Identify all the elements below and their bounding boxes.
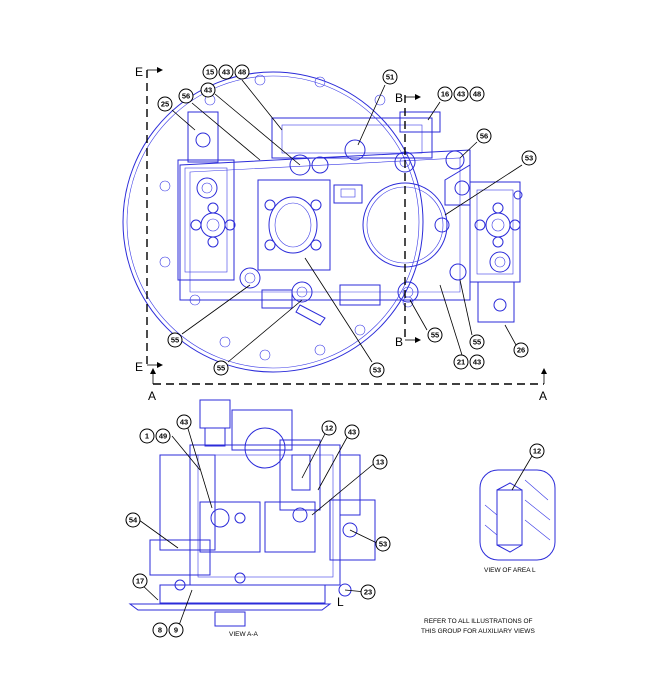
section-e-bottom-label: E [135, 360, 143, 374]
callout-12: 12 [529, 443, 545, 459]
svg-text:55: 55 [473, 338, 481, 347]
callout-12: 12 [321, 420, 337, 436]
top-view-assembly [122, 71, 523, 373]
section-lines-top [146, 67, 547, 385]
svg-text:56: 56 [182, 92, 190, 101]
callout-54: 54 [125, 512, 141, 528]
svg-text:48: 48 [238, 68, 246, 77]
svg-text:12: 12 [533, 447, 541, 456]
callout-43: 43 [344, 424, 360, 440]
svg-text:55: 55 [171, 336, 179, 345]
callout-8: 8 [152, 622, 168, 638]
callout-53: 53 [375, 536, 391, 552]
svg-text:55: 55 [431, 331, 439, 340]
callout-13: 13 [372, 454, 388, 470]
callout-17: 17 [132, 573, 148, 589]
callout-21: 21 [453, 354, 469, 370]
leader-lines-view-aa [138, 421, 380, 629]
section-a-right-label: A [539, 389, 547, 403]
svg-text:13: 13 [376, 458, 384, 467]
callout-53: 53 [521, 150, 537, 166]
callout-43: 43 [176, 414, 192, 430]
svg-text:12: 12 [325, 424, 333, 433]
svg-text:49: 49 [159, 432, 167, 441]
svg-text:43: 43 [180, 418, 188, 427]
svg-text:55: 55 [217, 364, 225, 373]
note-line-2: THIS GROUP FOR AUXILIARY VIEWS [421, 628, 535, 635]
view-aa-assembly [128, 399, 376, 627]
callout-25: 25 [157, 96, 173, 112]
callout-55: 55 [213, 360, 229, 376]
view-area-l-caption: VIEW OF AREA L [484, 567, 536, 574]
section-a-left-label: A [148, 389, 156, 403]
section-b-top-label: B [395, 91, 403, 105]
svg-text:17: 17 [136, 577, 144, 586]
section-e-top-label: E [135, 65, 143, 79]
callout-48: 48 [234, 64, 250, 80]
svg-text:9: 9 [174, 626, 178, 635]
callout-56: 56 [476, 128, 492, 144]
callout-9: 9 [168, 622, 184, 638]
svg-text:53: 53 [373, 366, 381, 375]
callout-16: 16 [437, 86, 453, 102]
callout-55: 55 [469, 334, 485, 350]
view-aa-caption: VIEW A-A [229, 631, 259, 638]
svg-text:48: 48 [473, 90, 481, 99]
svg-text:53: 53 [525, 154, 533, 163]
callout-15: 15 [202, 64, 218, 80]
callout-55: 55 [427, 327, 443, 343]
svg-text:1: 1 [145, 432, 149, 441]
callout-43: 43 [218, 64, 234, 80]
svg-text:43: 43 [222, 68, 230, 77]
svg-text:43: 43 [348, 428, 356, 437]
svg-text:15: 15 [206, 68, 214, 77]
section-b-bottom-label: B [395, 335, 403, 349]
callout-1: 1 [139, 428, 155, 444]
svg-text:16: 16 [441, 90, 449, 99]
callout-49: 49 [155, 428, 171, 444]
svg-text:26: 26 [517, 346, 525, 355]
callout-43: 43 [453, 86, 469, 102]
svg-text:43: 43 [204, 86, 212, 95]
callout-43: 43 [469, 354, 485, 370]
view-area-l-detail [479, 455, 556, 561]
svg-text:54: 54 [129, 516, 138, 525]
svg-text:8: 8 [158, 626, 162, 635]
callout-51: 51 [382, 69, 398, 85]
svg-text:56: 56 [480, 132, 488, 141]
svg-text:21: 21 [457, 358, 465, 367]
callout-56: 56 [178, 88, 194, 104]
svg-text:43: 43 [457, 90, 465, 99]
callout-55: 55 [167, 332, 183, 348]
callout-53: 53 [369, 362, 385, 378]
svg-text:23: 23 [364, 588, 372, 597]
note-line-1: REFER TO ALL ILLUSTRATIONS OF [424, 618, 533, 625]
callout-26: 26 [513, 342, 529, 358]
area-l-label: L [337, 595, 344, 609]
svg-text:53: 53 [379, 540, 387, 549]
callout-23: 23 [360, 584, 376, 600]
leader-lines-top [171, 79, 523, 363]
svg-text:51: 51 [386, 73, 394, 82]
callout-43: 43 [200, 82, 216, 98]
callout-48: 48 [469, 86, 485, 102]
svg-text:25: 25 [161, 100, 169, 109]
svg-text:43: 43 [473, 358, 481, 367]
